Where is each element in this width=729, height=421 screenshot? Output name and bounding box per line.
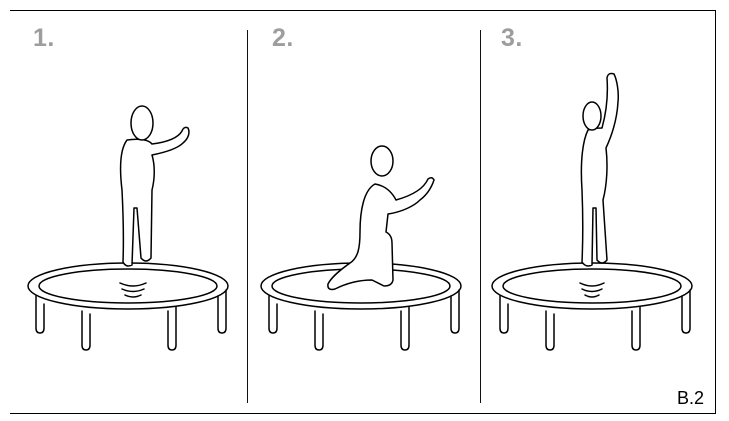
person-arm-raised-icon	[581, 74, 618, 267]
trampoline-3	[492, 263, 692, 350]
bounce-marks-3	[580, 283, 604, 297]
figure-code: B.2	[677, 388, 704, 409]
